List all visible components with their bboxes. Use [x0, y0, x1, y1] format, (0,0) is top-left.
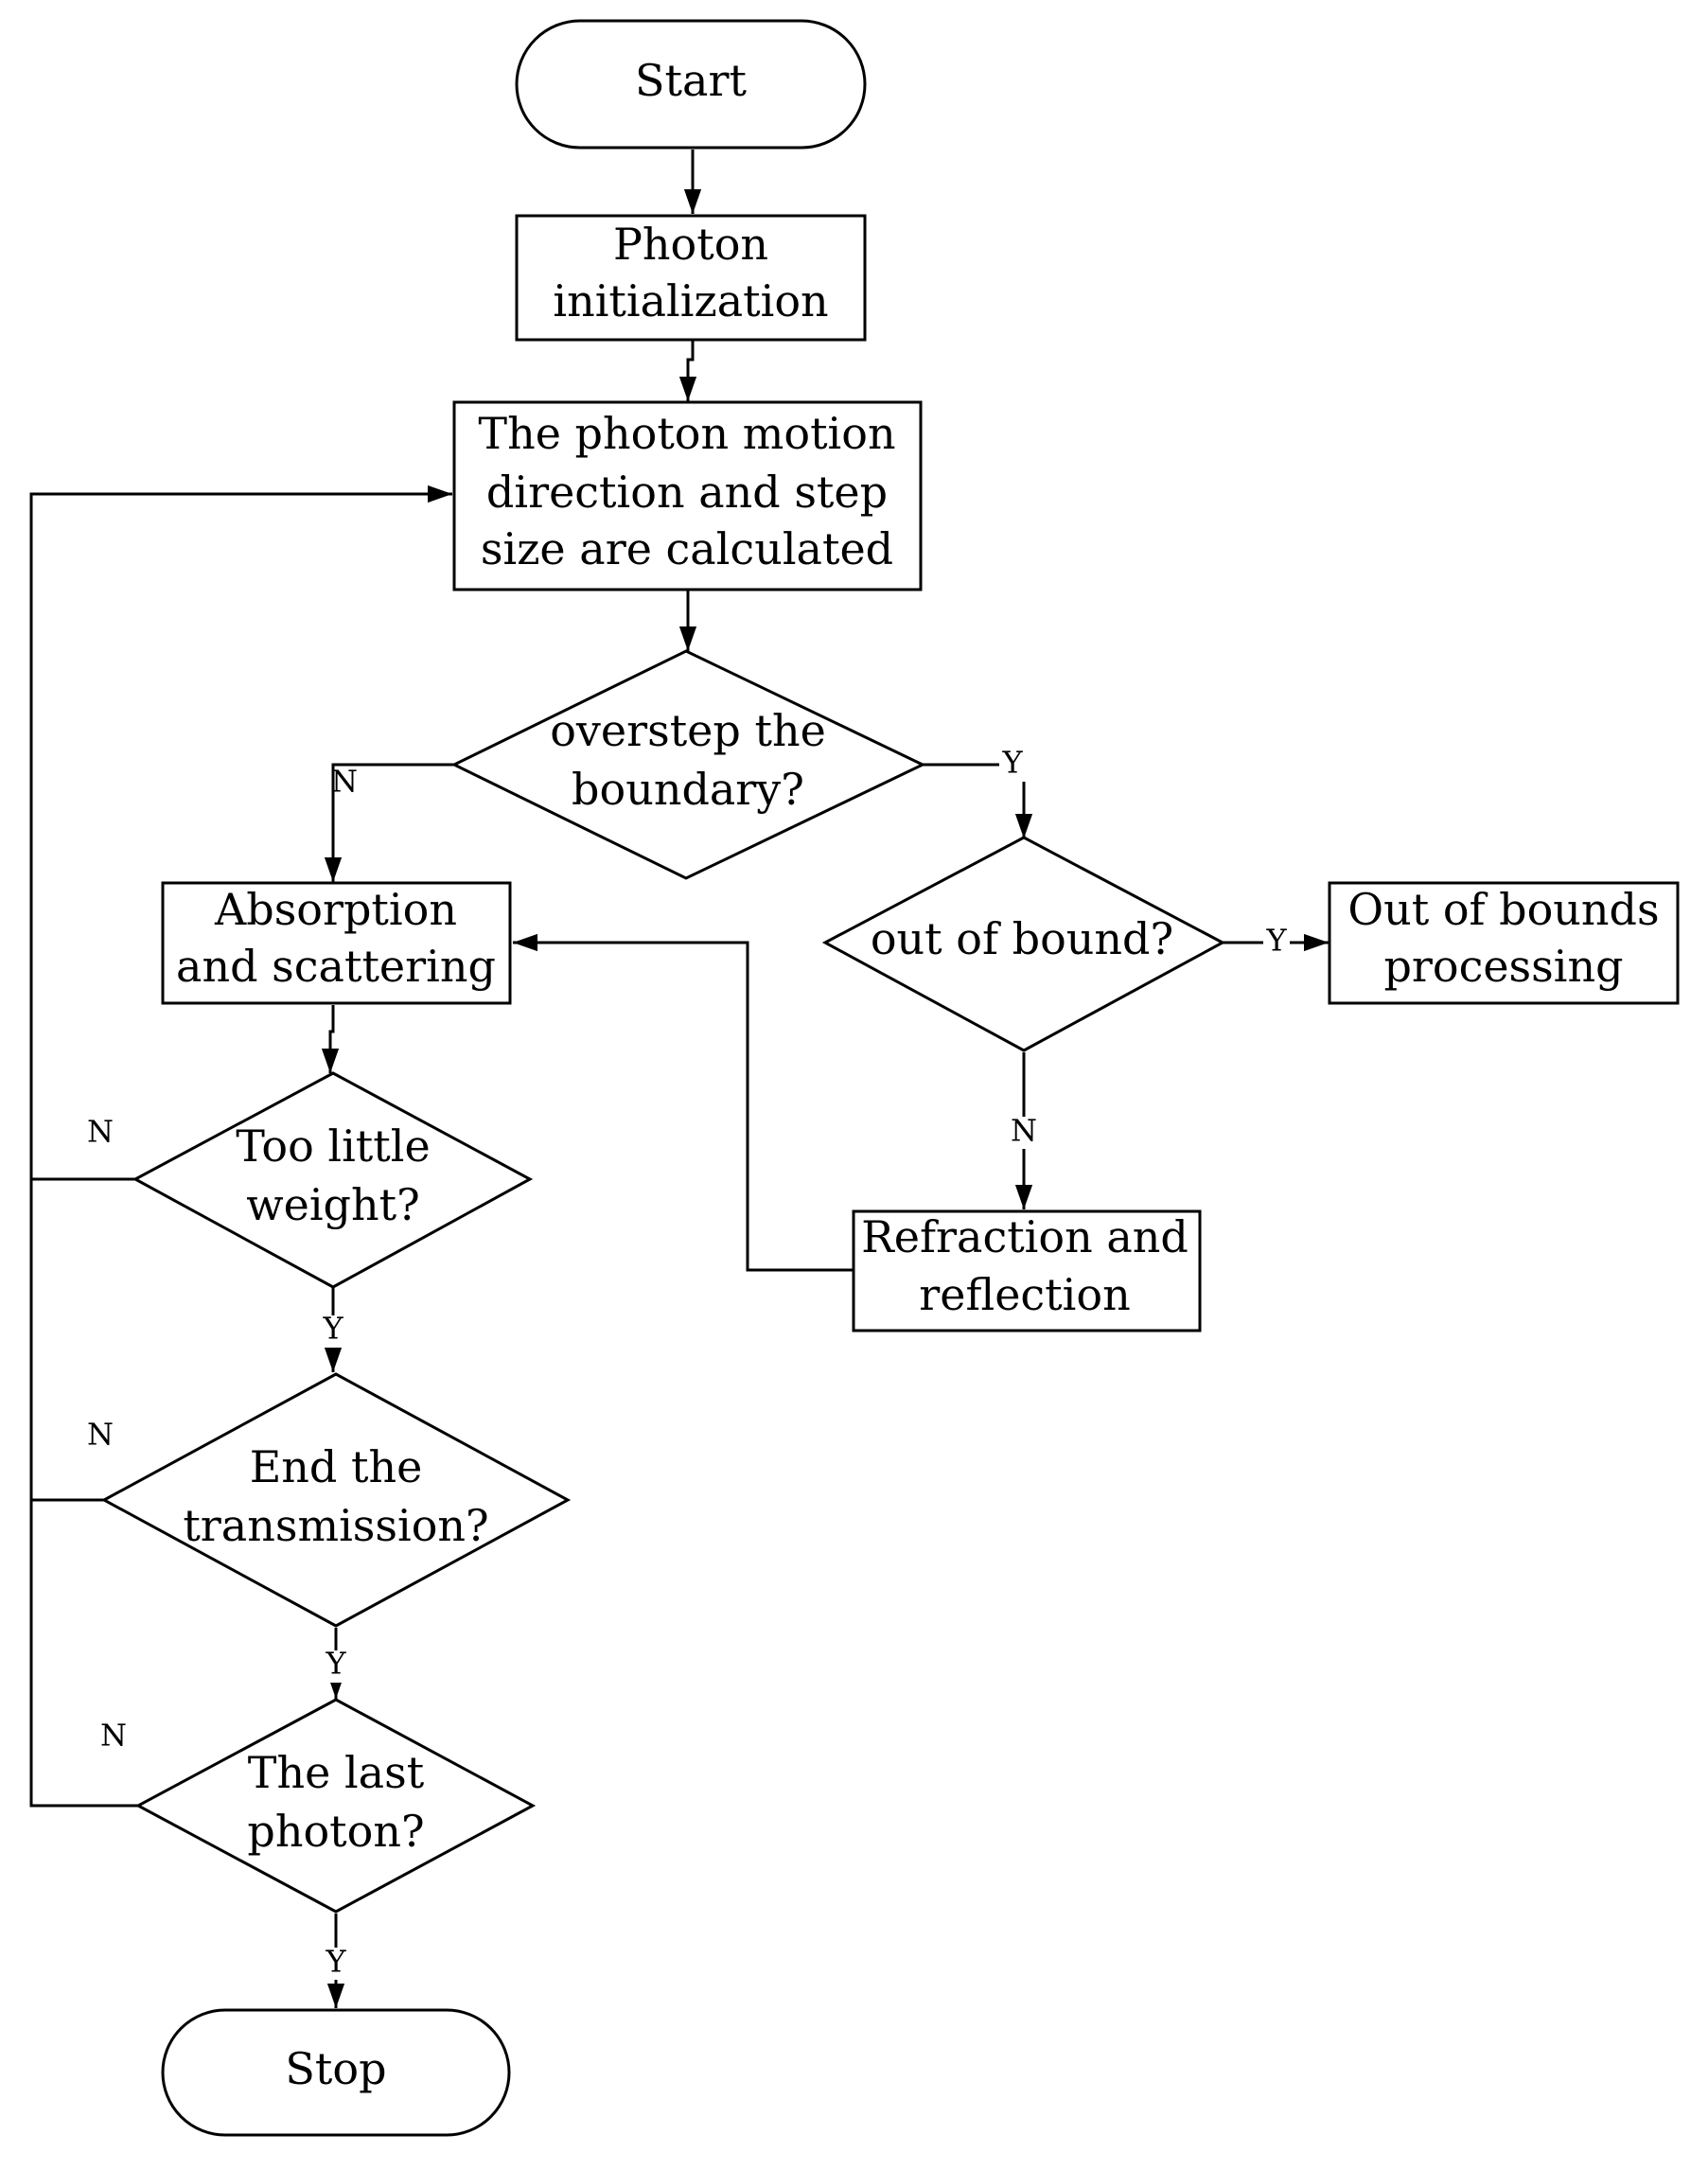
start-label: Start: [635, 55, 747, 106]
node-stop: Stop: [161, 2008, 511, 2137]
weight-label-line2: weight?: [246, 1179, 420, 1230]
weight-yes-label: Y: [322, 1311, 343, 1347]
edge-overstep-no: [324, 763, 454, 882]
absorb-label-line2: and scattering: [176, 941, 496, 992]
oob-label-line2: processing: [1383, 941, 1623, 992]
weight-yes-backing: [320, 1315, 346, 1348]
endtrans-diamond: [100, 1372, 572, 1628]
last-no-label: N: [100, 1718, 127, 1754]
overstep-label-line2: boundary?: [572, 764, 804, 815]
edge-last-no-loop: [29, 485, 452, 1808]
node-last-photon-decision: The last photon?: [134, 1698, 537, 1914]
outofbound-no-backing: [1011, 1117, 1037, 1149]
outofbound-no-label: N: [1011, 1113, 1037, 1149]
node-out-of-bounds-processing: Out of bounds processing: [1328, 881, 1680, 1005]
outofbound-yes-label: Y: [1265, 923, 1287, 959]
endtrans-no-label: N: [87, 1417, 114, 1453]
endtrans-yes-label: Y: [325, 1646, 346, 1682]
outofbound-yes-backing: [1263, 927, 1290, 960]
refract-label-line1: Refraction and: [861, 1211, 1189, 1262]
edge-refract-to-absorb: [513, 933, 854, 1272]
overstep-yes-backing: [999, 750, 1026, 782]
weight-label-line1: Too little: [236, 1120, 430, 1172]
calc-process-box: [452, 400, 923, 591]
overstep-no-label: N: [331, 764, 358, 800]
endtrans-label-line1: End the: [250, 1441, 423, 1492]
overstep-label-line1: overstep the: [550, 705, 826, 756]
refract-label-line2: reflection: [919, 1269, 1130, 1320]
stop-label: Stop: [285, 2043, 386, 2094]
oob-process-box: [1328, 881, 1680, 1005]
node-out-of-bound-decision: out of bound?: [821, 836, 1226, 1052]
calc-label-line2: direction and step: [486, 467, 888, 518]
overstep-diamond: [450, 649, 926, 880]
outofbound-label: out of bound?: [871, 913, 1173, 964]
last-yes-label: Y: [325, 1944, 346, 1980]
absorb-process-box: [161, 881, 512, 1005]
node-start: Start: [515, 19, 867, 150]
outofbound-diamond: [821, 836, 1226, 1052]
node-weight-decision: Too little weight?: [132, 1071, 534, 1289]
refract-process-box: [852, 1209, 1202, 1332]
node-motion-calculation: The photon motion direction and step siz…: [452, 400, 923, 591]
init-label-line2: initialization: [553, 275, 828, 326]
edge-init-to-calc: [678, 341, 697, 401]
node-photon-initialization: Photon initialization: [515, 214, 867, 342]
last-label-line1: The last: [248, 1747, 425, 1798]
endtrans-label-line2: transmission?: [183, 1500, 488, 1551]
last-diamond: [134, 1698, 537, 1914]
oob-label-line1: Out of bounds: [1347, 884, 1659, 935]
overstep-yes-label: Y: [1001, 745, 1023, 781]
weight-no-label: N: [87, 1114, 114, 1150]
edge-labels: N Y Y N N Y N Y N Y: [87, 745, 1290, 1980]
node-absorption: Absorption and scattering: [161, 881, 512, 1005]
weight-diamond: [132, 1071, 534, 1289]
node-overstep-decision: overstep the boundary?: [450, 649, 926, 880]
last-label-line2: photon?: [247, 1806, 424, 1857]
endtrans-yes-backing: [323, 1650, 349, 1683]
node-refraction: Refraction and reflection: [852, 1209, 1202, 1332]
last-yes-backing: [323, 1948, 349, 1980]
absorb-label-line1: Absorption: [214, 884, 457, 935]
calc-label-line3: size are calculated: [481, 523, 893, 574]
init-process-box: [515, 214, 867, 342]
node-end-transmission-decision: End the transmission?: [100, 1372, 572, 1628]
init-label-line1: Photon: [613, 219, 768, 270]
start-text: Start: [635, 55, 747, 106]
stop-terminal: [161, 2008, 511, 2137]
start-terminal: [515, 19, 867, 150]
calc-label-line1: The photon motion: [478, 408, 895, 459]
edge-absorb-to-weight: [321, 1005, 340, 1073]
